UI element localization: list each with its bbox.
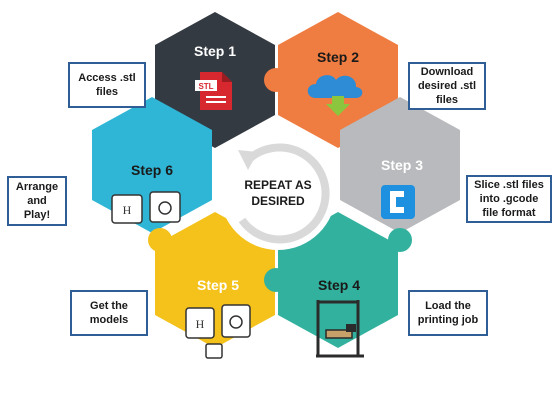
svg-text:H: H [196,317,205,331]
callout-get-models: Get the models [70,290,148,336]
puzzle-pieces-icon: H [185,304,251,359]
step-6-label: Step 6 [131,162,173,178]
center-text-line-1: REPEAT AS [244,178,311,192]
callout-load-text: Load the printing job [417,300,479,326]
callout-get-text: Get the models [89,300,129,326]
callout-access-stl-files: Access .stl files [68,62,146,108]
puzzle-knob [148,228,172,252]
callout-download-text: Download desired .stl files [417,66,477,106]
repeat-arrow-head [238,150,258,170]
puzzle-knob [264,268,288,292]
puzzle-knob [153,113,177,137]
puzzle-pieces-icon: H [111,191,181,224]
stl-file-icon: STL [195,72,232,110]
callout-load-printing-job: Load the printing job [408,290,488,336]
callout-arrange-and-play: Arrange and Play! [7,176,67,226]
callout-download-stl-files: Download desired .stl files [408,62,486,110]
cura-slicer-icon [381,185,415,219]
stl-file-icon-text: STL [198,82,213,91]
step-3-label: Step 3 [381,157,423,173]
step-3-hexagon [340,97,460,233]
step-1-label: Step 1 [194,43,236,59]
svg-text:H: H [123,203,132,217]
puzzle-knob [264,68,288,92]
puzzle-knob [376,125,400,149]
puzzle-knob [388,228,412,252]
step-2-label: Step 2 [317,49,359,65]
repeat-cycle-icon [238,143,330,244]
step-4-hexagon [278,212,398,348]
callout-access-text: Access .stl files [78,72,136,98]
callout-slice-text: Slice .stl files into .gcode file format [474,179,544,219]
cloud-download-icon [307,75,363,116]
callout-arrange-text: Arrange and Play! [15,181,59,221]
step-4-label: Step 4 [318,277,360,293]
step-5-label: Step 5 [197,277,239,293]
center-text-line-2: DESIRED [251,194,305,208]
3d-printer-icon [316,300,364,358]
callout-slice-to-gcode: Slice .stl files into .gcode file format [466,175,552,223]
